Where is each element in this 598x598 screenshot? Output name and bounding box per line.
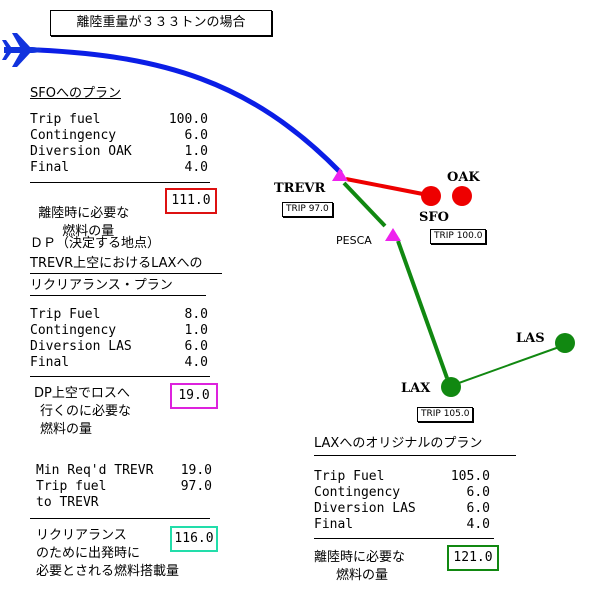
dp-total-value: 19.0 bbox=[170, 383, 218, 409]
lax-total-label: 燃料の量 bbox=[336, 568, 389, 583]
dp-total-label: 燃料の量 bbox=[40, 422, 93, 437]
airport-las-label: LAS bbox=[516, 331, 545, 346]
sfo-trip-badge: TRIP 100.0 bbox=[430, 229, 487, 244]
recl-row-label: to TREVR bbox=[36, 495, 99, 510]
route-line-lax-las bbox=[455, 345, 563, 385]
dp-row-label: Trip Fuel bbox=[30, 307, 101, 322]
airport-lax-label: LAX bbox=[401, 381, 431, 396]
sfo-total-label-line1: 離陸時に必要な bbox=[38, 206, 130, 221]
dp-plan-heading: TREVR上空におけるLAXへの bbox=[30, 256, 203, 271]
lax-total-value: 121.0 bbox=[447, 545, 499, 571]
sfo-row-value: 100.0 bbox=[168, 112, 208, 127]
lax-trip-badge: TRIP 105.0 bbox=[417, 407, 474, 422]
recl-total-label: のために出発時に bbox=[36, 546, 141, 561]
dp-row-label: Contingency bbox=[30, 323, 117, 338]
dp-total-label: DP上空でロスへ bbox=[34, 386, 130, 401]
trevr-trip-badge: TRIP 97.0 bbox=[282, 202, 333, 217]
sfo-total-label-line2: 燃料の量 bbox=[62, 224, 115, 239]
route-line-to-trevr bbox=[35, 47, 343, 175]
page-title: 離陸重量が３３３トンの場合 bbox=[50, 10, 272, 36]
lax-row-value: 105.0 bbox=[450, 469, 490, 484]
recl-row-value: 97.0 bbox=[180, 479, 212, 494]
lax-plan-heading: LAXへのオリジナルのプラン bbox=[314, 436, 483, 451]
recl-row-label: Min Req'd TREVR bbox=[36, 463, 154, 478]
lax-divider bbox=[314, 538, 494, 539]
dp-row-value: 4.0 bbox=[184, 355, 208, 370]
dp-row-label: Final bbox=[30, 355, 70, 370]
lax-row-label: Contingency bbox=[314, 485, 401, 500]
waypoint-pesca-label: PESCA bbox=[336, 234, 372, 247]
route-line-pesca-lax bbox=[396, 240, 449, 379]
dp-row-value: 6.0 bbox=[184, 339, 208, 354]
dp-row-value: 8.0 bbox=[184, 307, 208, 322]
recl-divider bbox=[30, 518, 210, 519]
airport-sfo-icon bbox=[421, 186, 441, 206]
waypoint-trevr-label: TREVR bbox=[274, 181, 326, 196]
sfo-total-label: 離陸時に必要な bbox=[30, 190, 129, 222]
lax-total-label: 離陸時に必要な bbox=[314, 550, 406, 565]
dp-total-label: 行くのに必要な bbox=[40, 404, 132, 419]
lax-row-value: 4.0 bbox=[466, 517, 490, 532]
sfo-row-label: Diversion OAK bbox=[30, 144, 132, 159]
dp-heading-underline bbox=[30, 295, 206, 296]
dp-divider bbox=[30, 376, 210, 377]
lax-row-label: Final bbox=[314, 517, 354, 532]
page-title-text: 離陸重量が３３３トンの場合 bbox=[76, 15, 246, 30]
recl-total-value: 116.0 bbox=[170, 526, 218, 552]
lax-row-label: Trip Fuel bbox=[314, 469, 385, 484]
airport-sfo-label: SFO bbox=[419, 210, 449, 225]
route-line-trevr-pesca bbox=[342, 181, 387, 228]
recl-total-label: リクリアランス bbox=[36, 528, 127, 543]
sfo-row-value: 4.0 bbox=[184, 160, 208, 175]
airplane-icon bbox=[2, 33, 42, 67]
lax-row-value: 6.0 bbox=[466, 485, 490, 500]
dp-heading-underline bbox=[30, 273, 222, 274]
lax-row-value: 6.0 bbox=[466, 501, 490, 516]
dp-plan-heading: ＤＰ（決定する地点） bbox=[30, 236, 161, 251]
waypoint-trevr-icon bbox=[332, 168, 348, 181]
airport-las-icon bbox=[555, 333, 575, 353]
dp-plan-heading: リクリアランス・プラン bbox=[30, 278, 173, 293]
sfo-total-value: 111.0 bbox=[165, 188, 217, 214]
sfo-row-value: 1.0 bbox=[184, 144, 208, 159]
sfo-plan-heading: SFOへのプラン bbox=[30, 86, 121, 101]
recl-row-value: 19.0 bbox=[180, 463, 212, 478]
sfo-row-label: Contingency bbox=[30, 128, 117, 143]
sfo-total-label: 燃料の量 bbox=[54, 208, 114, 240]
waypoint-pesca-icon bbox=[385, 228, 401, 241]
airport-oak-icon bbox=[452, 186, 472, 206]
dp-row-value: 1.0 bbox=[184, 323, 208, 338]
dp-row-label: Diversion LAS bbox=[30, 339, 132, 354]
airport-lax-icon bbox=[441, 377, 461, 397]
airport-oak-label: OAK bbox=[447, 170, 480, 185]
lax-heading-underline bbox=[314, 455, 516, 456]
route-line-trevr-sfo bbox=[345, 177, 429, 197]
recl-total-label: 必要とされる燃料搭載量 bbox=[36, 564, 180, 579]
sfo-row-label: Final bbox=[30, 160, 70, 175]
lax-row-label: Diversion LAS bbox=[314, 501, 416, 516]
recl-row-label: Trip fuel bbox=[36, 479, 107, 494]
sfo-row-value: 6.0 bbox=[184, 128, 208, 143]
sfo-divider bbox=[30, 182, 210, 183]
sfo-row-label: Trip fuel bbox=[30, 112, 101, 127]
